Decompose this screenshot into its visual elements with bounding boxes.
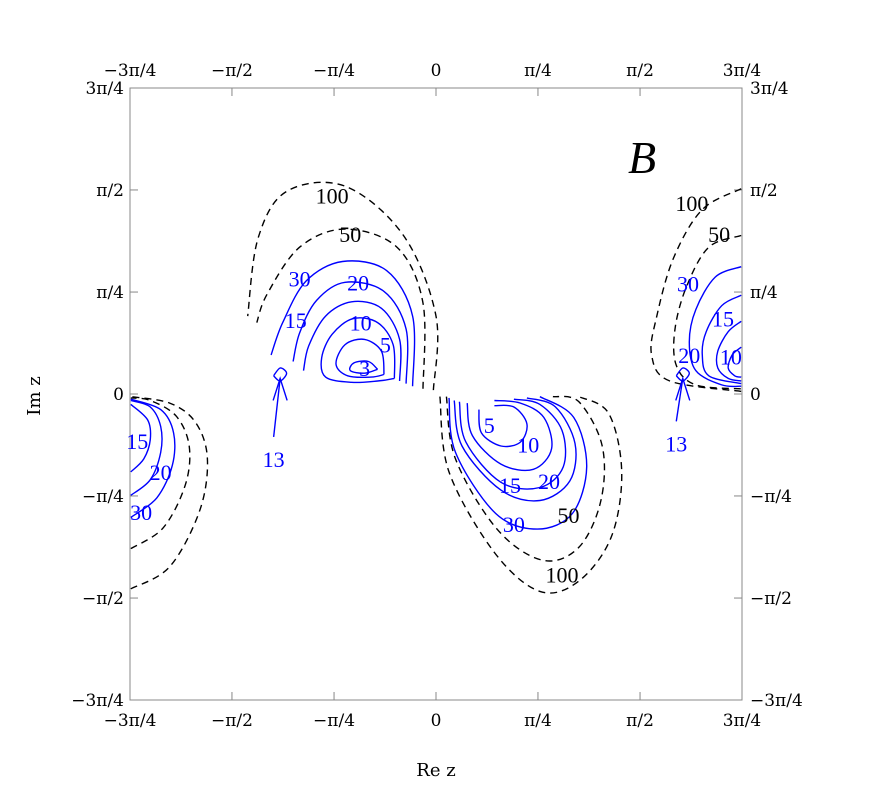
y-tick-label-left: −π/2 <box>82 589 124 609</box>
x-tick-label-bottom: −3π/4 <box>104 711 157 731</box>
tick-labels: −3π/4−3π/4−π/2−π/2−π/4−π/400π/4π/4π/2π/2… <box>71 61 803 731</box>
contour-line-15-solid <box>458 398 567 490</box>
x-tick-label-bottom: −π/2 <box>211 711 253 731</box>
x-tick-label-top: −π/2 <box>211 61 253 81</box>
contour-line-3-solid <box>349 360 379 374</box>
contour-line-15-solid <box>302 300 402 382</box>
contour-line-100-dashed <box>439 395 623 594</box>
x-tick-label-top: −3π/4 <box>104 61 157 81</box>
contour-line-13-solid <box>675 367 691 382</box>
y-tick-label-left: −3π/4 <box>71 691 124 711</box>
annotation-arrow-line <box>272 378 281 438</box>
contour-label: 50 <box>557 503 579 528</box>
contour-label: 15 <box>285 308 307 333</box>
contour-label: 30 <box>289 266 311 291</box>
x-tick-label-top: π/4 <box>524 61 552 81</box>
annotation-label: 13 <box>665 431 687 456</box>
contour-line-30-solid <box>270 260 416 387</box>
x-tick-label-bottom: 3π/4 <box>723 711 762 731</box>
contour-line-30-solid <box>688 266 742 388</box>
x-tick-label-bottom: 0 <box>431 711 442 731</box>
contour-label: 10 <box>517 433 539 458</box>
contour-label: 10 <box>720 344 742 369</box>
contour-line-20-solid <box>701 294 742 385</box>
contour-label: 20 <box>538 469 560 494</box>
y-tick-label-right: −3π/4 <box>750 691 803 711</box>
y-tick-label-right: 3π/4 <box>750 79 789 99</box>
contour-label: 3 <box>359 356 370 381</box>
contour-label: 15 <box>499 473 521 498</box>
contour-label: 30 <box>503 512 525 537</box>
contour-line-10-solid <box>727 346 742 378</box>
contour-line-50-dashed <box>672 234 742 390</box>
y-tick-label-left: π/2 <box>96 181 124 201</box>
contour-line-5-solid <box>478 404 528 448</box>
contour-label: 20 <box>678 343 700 368</box>
contour-line-50-dashed <box>445 395 606 562</box>
contour-label: 15 <box>126 429 148 454</box>
contour-line-10-solid <box>466 399 553 472</box>
contour-line-100-dashed <box>130 395 209 590</box>
annotation-label: 13 <box>263 447 285 472</box>
contour-label: 20 <box>347 270 369 295</box>
contour-label: 5 <box>484 413 495 438</box>
contour-label: 5 <box>380 333 391 358</box>
contour-line-20-solid <box>292 281 409 384</box>
panel-label: B <box>628 132 656 183</box>
y-tick-label-right: −π/2 <box>750 589 792 609</box>
contour-line-50-dashed <box>130 397 191 550</box>
contour-label: 30 <box>677 272 699 297</box>
x-axis-title: Re z <box>416 760 455 781</box>
contour-label: 50 <box>708 222 730 247</box>
y-tick-label-right: π/2 <box>750 181 778 201</box>
contour-line-100-dashed <box>650 188 742 393</box>
contour-line-50-dashed <box>256 228 426 389</box>
y-tick-label-left: −π/4 <box>82 487 124 507</box>
annotation-arrow-head <box>675 376 691 401</box>
contour-line-10-solid <box>320 317 396 384</box>
x-tick-label-top: π/2 <box>626 61 654 81</box>
annotations: 13 13 <box>263 376 691 472</box>
x-tick-label-bottom: −π/4 <box>313 711 355 731</box>
contour-line-15-solid <box>130 403 152 473</box>
y-tick-label-right: π/4 <box>750 283 778 303</box>
plot-frame <box>129 87 743 701</box>
contour-line-20-solid <box>453 397 577 502</box>
contour-label: 10 <box>350 311 372 336</box>
y-tick-label-left: 3π/4 <box>85 79 124 99</box>
x-tick-label-top: 0 <box>431 61 442 81</box>
contour-label: 100 <box>316 183 349 208</box>
contour-label: 50 <box>339 222 361 247</box>
contour-line-5-solid <box>335 338 385 379</box>
x-tick-label-top: 3π/4 <box>723 61 762 81</box>
contour-line-13-solid <box>273 367 288 382</box>
y-tick-label-right: 0 <box>750 385 761 405</box>
x-tick-label-bottom: π/2 <box>626 711 654 731</box>
contour-line-15-solid <box>715 320 742 382</box>
annotation-arrow-head <box>272 376 288 401</box>
contour-label: 15 <box>712 307 734 332</box>
annotation-arrow-line <box>675 378 684 422</box>
contour-label: 20 <box>150 460 172 485</box>
x-tick-label-bottom: π/4 <box>524 711 552 731</box>
contour-label: 30 <box>130 500 152 525</box>
contour-label: 100 <box>545 563 578 588</box>
x-tick-label-top: −π/4 <box>313 61 355 81</box>
y-tick-label-right: −π/4 <box>750 487 792 507</box>
contour-label: 100 <box>675 191 708 216</box>
contour-lines <box>130 181 742 594</box>
contour-line-30-solid <box>448 395 588 530</box>
y-axis-title: Im z <box>24 376 45 415</box>
contour-line-100-dashed <box>247 181 439 391</box>
y-tick-label-left: 0 <box>113 385 124 405</box>
y-tick-label-left: π/4 <box>96 283 124 303</box>
contour-line-20-solid <box>130 399 163 496</box>
contour-line-30-solid <box>130 398 176 518</box>
